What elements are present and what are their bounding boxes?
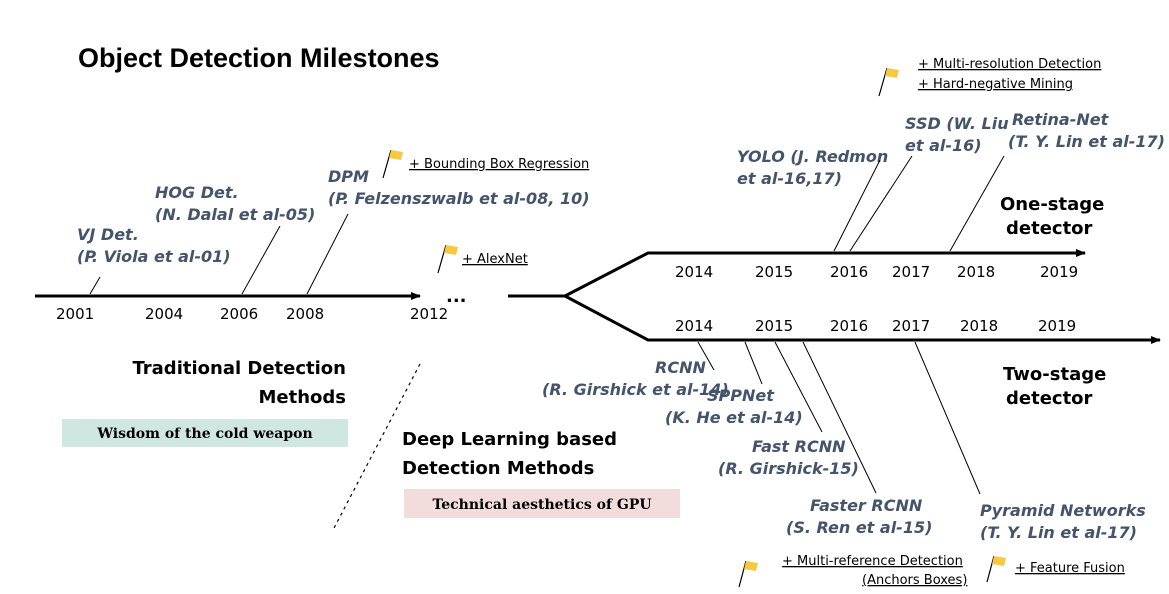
one-stage-year-2014: 2014 bbox=[675, 263, 713, 281]
detector-dpm-citation: (P. Felzenszwalb et al-08, 10) bbox=[328, 189, 590, 208]
era-divider bbox=[332, 363, 421, 531]
timeline-ellipsis: ... bbox=[446, 286, 467, 307]
leader-vj bbox=[89, 276, 101, 295]
detector-sppnet-citation: (K. He et al-14) bbox=[665, 408, 803, 427]
note-anchor-boxes: (Anchors Boxes) bbox=[862, 573, 967, 588]
detector-faster-rcnn-citation: (S. Ren et al-15) bbox=[786, 518, 932, 537]
detector-retina-name: Retina-Net bbox=[1012, 110, 1110, 129]
detector-fast-rcnn-citation: (R. Girshick-15) bbox=[718, 459, 859, 478]
detector-hog-name: HOG Det. bbox=[155, 183, 239, 202]
leader-yolo bbox=[833, 159, 881, 252]
leader-hog bbox=[241, 225, 281, 295]
one-stage-year-2016: 2016 bbox=[830, 263, 868, 281]
leader-sppnet bbox=[744, 341, 763, 385]
year-2006: 2006 bbox=[220, 305, 258, 323]
one-stage-year-2015: 2015 bbox=[755, 263, 793, 281]
deep-banner-text: Technical aesthetics of GPU bbox=[432, 497, 651, 513]
traditional-banner-text: Wisdom of the cold weapon bbox=[96, 426, 312, 442]
deep-banner bbox=[404, 489, 680, 518]
two-stage-year-2014: 2014 bbox=[675, 317, 713, 335]
two-stage-label-line1: Two-stage bbox=[1003, 364, 1106, 385]
flag-icon bbox=[878, 67, 899, 97]
year-2012: 2012 bbox=[410, 305, 448, 323]
two-stage-year-2017: 2017 bbox=[892, 317, 930, 335]
detector-rcnn-citation: (R. Girshick et al-14) bbox=[542, 380, 729, 399]
timeline-two-stage bbox=[564, 294, 1161, 344]
detector-yolo-citation: et al-16,17) bbox=[737, 169, 842, 188]
leader-faster-rcnn bbox=[802, 341, 877, 494]
note-multi-reference: + Multi-reference Detection bbox=[782, 554, 963, 569]
detector-retina-citation: (T. Y. Lin et al-17) bbox=[1008, 132, 1165, 151]
detector-sppnet-name: SPPNet bbox=[707, 386, 775, 405]
two-stage-year-2016: 2016 bbox=[830, 317, 868, 335]
timeline-one-stage bbox=[564, 249, 1086, 298]
two-stage-year-2019: 2019 bbox=[1038, 317, 1076, 335]
traditional-heading-line1: Traditional Detection bbox=[132, 358, 346, 379]
note-bbox-regression: + Bounding Box Regression bbox=[409, 157, 589, 172]
detector-faster-rcnn-name: Faster RCNN bbox=[810, 496, 923, 515]
one-stage-label-line1: One-stage bbox=[1000, 194, 1104, 215]
year-2008: 2008 bbox=[286, 305, 324, 323]
detector-vj-name: VJ Det. bbox=[77, 225, 139, 244]
page-title: Object Detection Milestones bbox=[78, 43, 440, 73]
leader-rcnn bbox=[697, 341, 715, 371]
deep-heading-line2: Detection Methods bbox=[402, 458, 594, 479]
leader-fpn bbox=[914, 341, 981, 495]
detector-fast-rcnn-name: Fast RCNN bbox=[752, 437, 846, 456]
detector-hog-citation: (N. Dalal et al-05) bbox=[155, 205, 315, 224]
year-2001: 2001 bbox=[56, 305, 94, 323]
deep-heading-line1: Deep Learning based bbox=[402, 429, 617, 450]
note-multi-resolution: + Multi-resolution Detection bbox=[918, 57, 1101, 72]
detector-rcnn-name: RCNN bbox=[655, 358, 706, 377]
year-2004: 2004 bbox=[145, 305, 183, 323]
flag-icon bbox=[738, 560, 758, 588]
two-stage-label-line2: detector bbox=[1006, 388, 1093, 409]
leader-dpm bbox=[306, 213, 349, 295]
flag-icon bbox=[382, 149, 403, 179]
one-stage-year-2017: 2017 bbox=[892, 263, 930, 281]
detector-ssd-citation: et al-16) bbox=[905, 136, 982, 155]
traditional-banner bbox=[62, 419, 348, 447]
flag-icon bbox=[437, 244, 458, 274]
two-stage-year-2015: 2015 bbox=[755, 317, 793, 335]
note-feature-fusion: + Feature Fusion bbox=[1015, 561, 1125, 576]
one-stage-year-2018: 2018 bbox=[957, 263, 995, 281]
detector-ssd-name: SSD (W. Liu bbox=[905, 114, 1009, 133]
one-stage-label-line2: detector bbox=[1006, 218, 1093, 239]
leader-retina bbox=[949, 155, 1005, 252]
leader-ssd bbox=[849, 155, 913, 252]
detector-fpn-name: Pyramid Networks bbox=[980, 501, 1146, 520]
traditional-heading-line2: Methods bbox=[258, 387, 346, 408]
leader-fast-rcnn bbox=[774, 341, 823, 433]
flag-icon bbox=[986, 555, 1006, 583]
detector-fpn-citation: (T. Y. Lin et al-17) bbox=[980, 523, 1137, 542]
detector-dpm-name: DPM bbox=[328, 167, 369, 186]
detector-yolo-name: YOLO (J. Redmon bbox=[737, 147, 888, 166]
one-stage-year-2019: 2019 bbox=[1040, 263, 1078, 281]
note-hard-negative: + Hard-negative Mining bbox=[918, 77, 1073, 92]
detector-vj-citation: (P. Viola et al-01) bbox=[77, 247, 231, 266]
two-stage-year-2018: 2018 bbox=[960, 317, 998, 335]
note-alexnet: + AlexNet bbox=[462, 252, 528, 267]
